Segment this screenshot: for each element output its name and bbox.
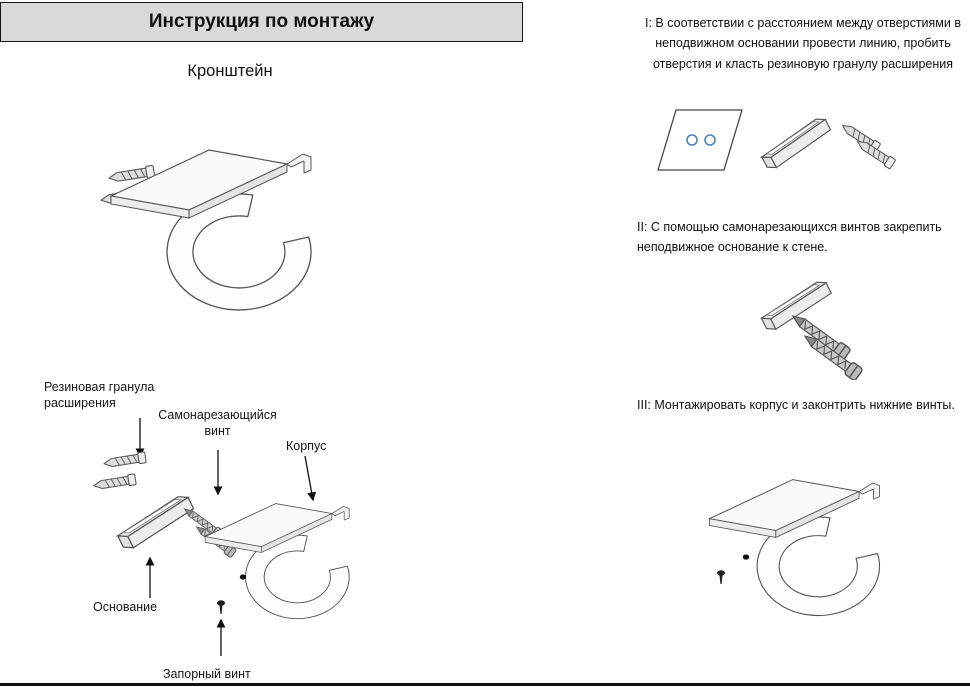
base-icon bbox=[757, 114, 835, 172]
base-icon bbox=[113, 492, 199, 553]
locking-screw-icon bbox=[717, 570, 725, 584]
screw-icon bbox=[787, 309, 852, 362]
wall-anchor-icon bbox=[102, 451, 147, 470]
drill-hole-icon bbox=[704, 134, 716, 146]
locking-screw-hole-icon bbox=[239, 574, 247, 580]
page-title: Инструкция по монтажу bbox=[148, 11, 375, 32]
step-1-illustration bbox=[657, 109, 897, 172]
label-rubber-granule: Резиновая гранула расширения bbox=[44, 380, 155, 411]
exploded-view-illustration bbox=[92, 418, 350, 656]
marked-plate-icon bbox=[657, 109, 743, 171]
step-3-text: III: Монтажировать корпус и законтрить н… bbox=[637, 398, 955, 412]
label-locking-screw: Запорный винт bbox=[163, 667, 251, 681]
step-3-illustration bbox=[708, 479, 881, 617]
base-icon bbox=[757, 278, 836, 334]
wall-anchor-icon bbox=[92, 473, 137, 492]
locking-screw-icon bbox=[217, 600, 225, 614]
bracket-overview-illustration bbox=[99, 149, 312, 311]
bottom-border bbox=[0, 683, 970, 686]
step-2-illustration bbox=[757, 278, 864, 380]
step-1-text: I: В соответствии с расстоянием между от… bbox=[645, 16, 961, 71]
drill-hole-icon bbox=[686, 134, 698, 146]
screw-icon bbox=[799, 329, 864, 380]
label-base: Основание bbox=[93, 600, 158, 614]
bracket-subtitle: Кронштейн bbox=[187, 62, 273, 80]
bracket-body-icon bbox=[204, 503, 350, 620]
step-2-text: II: С помощью самонарезающихся винтов за… bbox=[637, 220, 942, 255]
label-body: Корпус bbox=[286, 439, 327, 453]
arrow-body bbox=[304, 455, 317, 502]
bracket-body-icon bbox=[708, 479, 881, 617]
locking-screw-hole-icon bbox=[742, 554, 750, 560]
title-bar: Инструкция по монтажу bbox=[0, 2, 523, 42]
label-self-tapping-screw: Самонарезающийся винт bbox=[158, 408, 277, 439]
